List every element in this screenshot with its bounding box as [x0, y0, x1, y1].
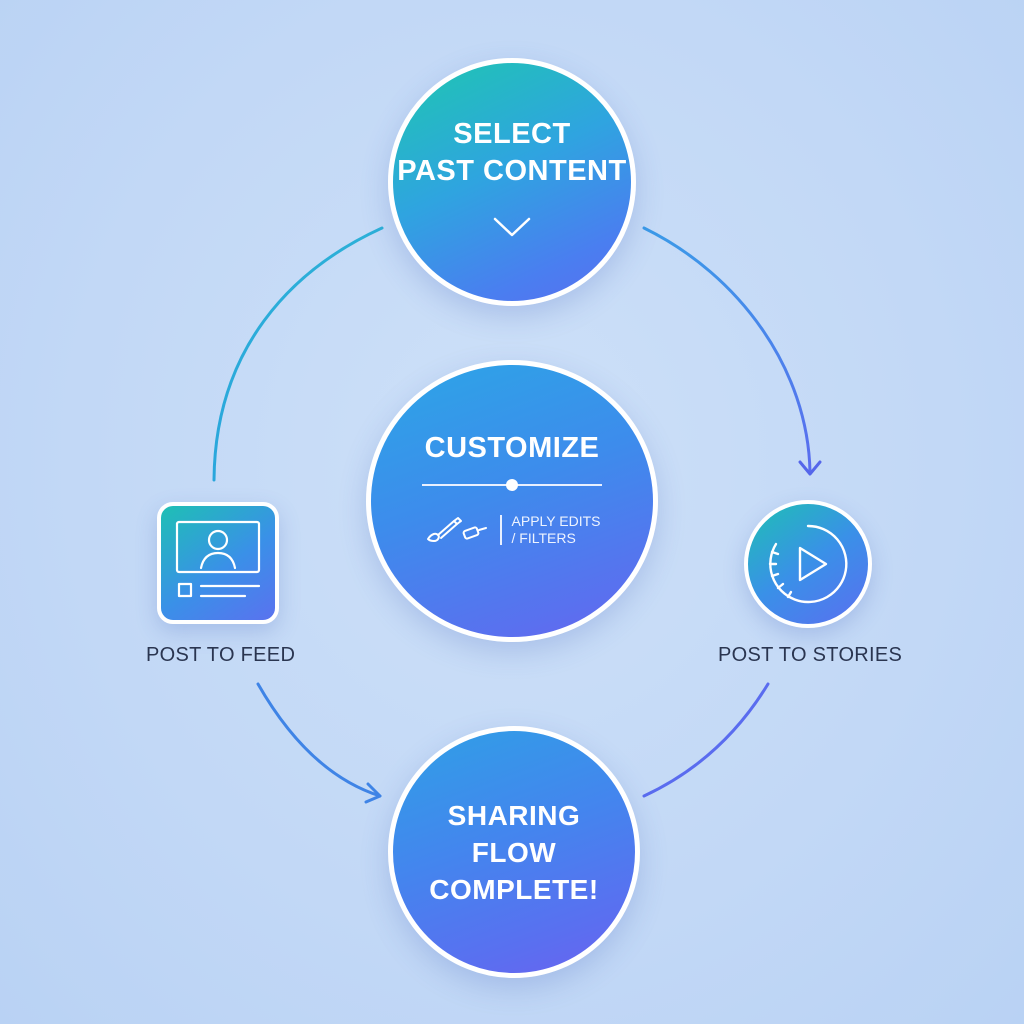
feed-post-icon [175, 520, 261, 598]
arrowhead-stories [798, 460, 822, 476]
sharing-flow-complete-node[interactable]: SHARING FLOW COMPLETE! [388, 726, 640, 978]
chevron-down-icon [493, 217, 531, 237]
connector-stories-to-complete [642, 682, 770, 798]
apply-edits-label: APPLY EDITS / FILTERS [511, 512, 601, 546]
connector-feed-to-complete [256, 682, 382, 798]
select-past-content-node[interactable]: SELECT PAST CONTENT [388, 58, 636, 306]
select-node-title: SELECT PAST CONTENT [397, 118, 627, 187]
edit-separator [499, 514, 502, 545]
customize-slider[interactable] [422, 478, 602, 491]
post-to-feed-label: POST TO FEED [146, 644, 296, 666]
complete-node-title: SHARING FLOW COMPLETE! [429, 799, 599, 905]
post-to-stories-label: POST TO STORIES [718, 644, 903, 666]
customize-node[interactable]: CUSTOMIZE APPLY EDITS / FILTERS [366, 360, 658, 642]
story-play-timer-icon [768, 524, 848, 604]
brush-edit-icon [426, 516, 487, 542]
apply-edits-row[interactable]: APPLY EDITS / FILTERS [424, 512, 601, 547]
arrowhead-complete [364, 782, 382, 804]
post-to-feed-button[interactable] [157, 502, 279, 624]
customize-node-title: CUSTOMIZE [424, 431, 600, 464]
slider-knob[interactable] [506, 478, 518, 491]
post-to-stories-button[interactable] [744, 500, 872, 628]
connector-select-to-feed [212, 226, 384, 482]
connector-select-to-stories [642, 226, 812, 474]
